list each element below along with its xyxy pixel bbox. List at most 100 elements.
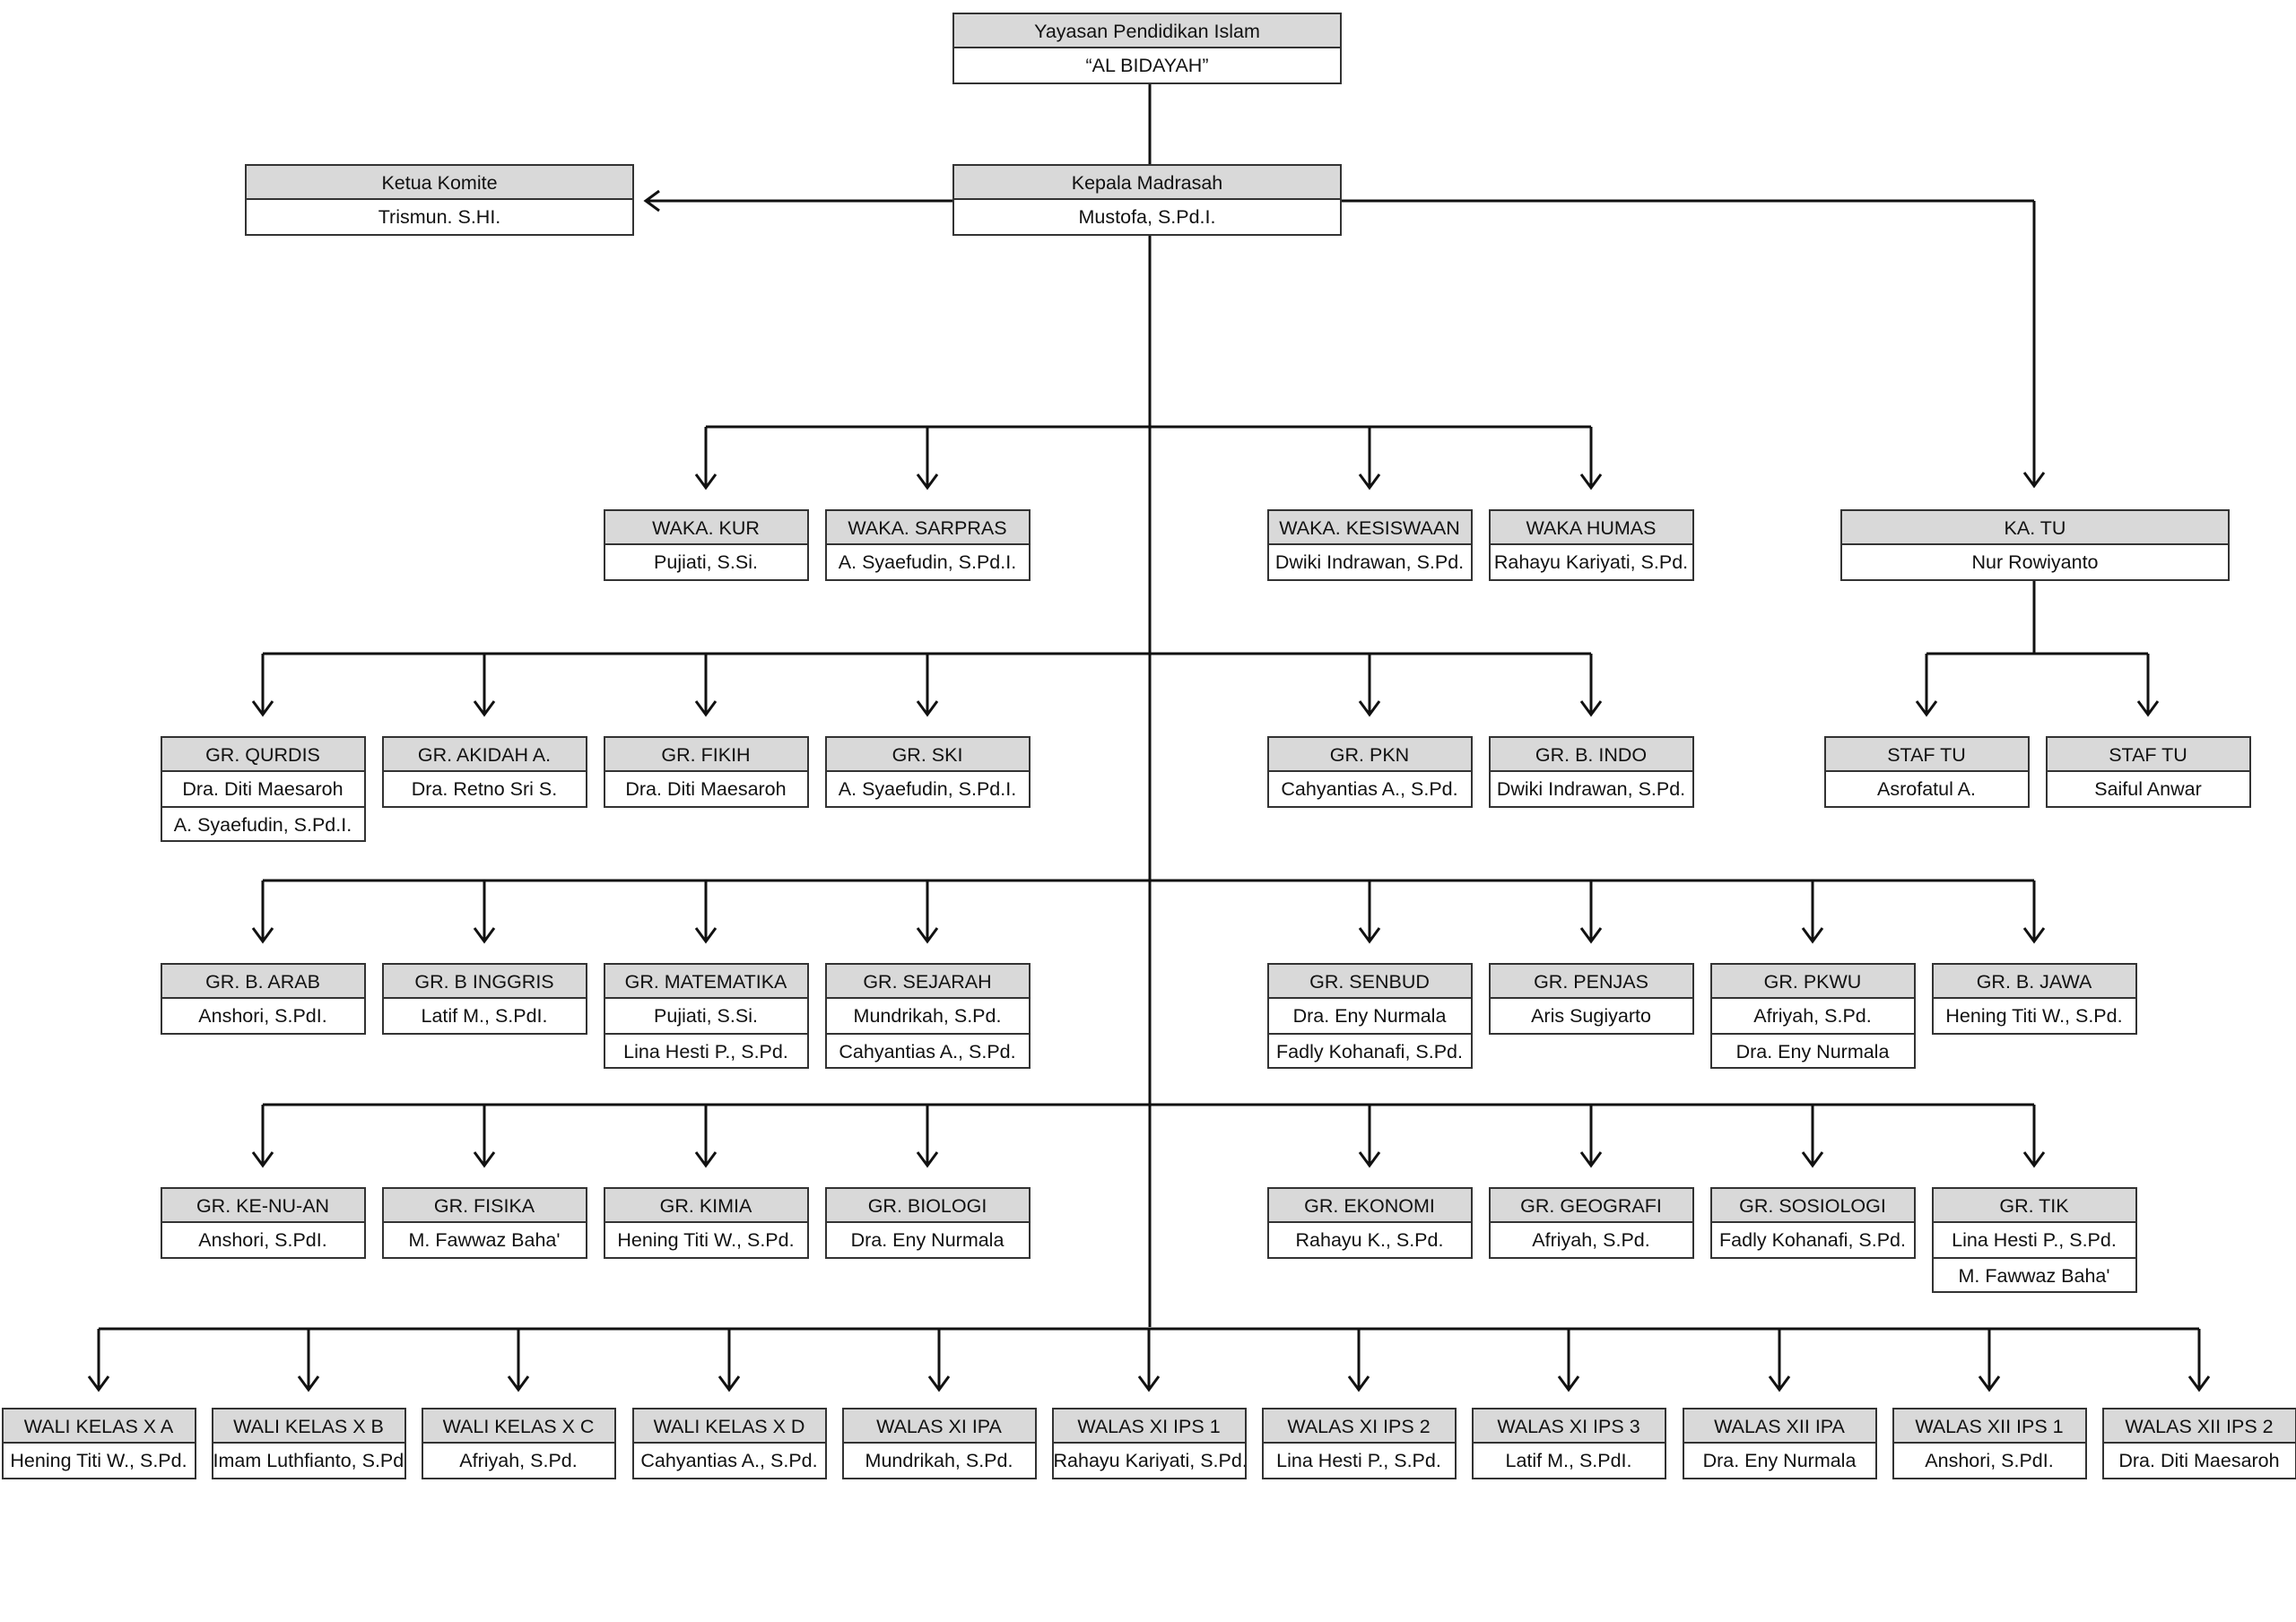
person-name: Afriyah, S.Pd. [459, 1450, 578, 1471]
position-title: KA. TU [1842, 511, 2228, 545]
position-box-gr-biologi: GR. BIOLOGI Dra. Eny Nurmala [824, 1187, 1031, 1259]
person-name: Afriyah, S.Pd. [1753, 1005, 1872, 1027]
position-box-gr-kimia: GR. KIMIA Hening Titi W., S.Pd. [603, 1187, 809, 1259]
position-box-gr-geografi: GR. GEOGRAFI Afriyah, S.Pd. [1488, 1187, 1694, 1259]
person-name: Lina Hesti P., S.Pd. [604, 1033, 807, 1067]
position-title: WALAS XI IPS 2 [1263, 1409, 1455, 1444]
person-name: Dra. Eny Nurmala [850, 1229, 1004, 1251]
arrow-head [2187, 1375, 2211, 1392]
person-name: Dra. Eny Nurmala [1702, 1450, 1857, 1471]
position-title: GR. KE-NU-AN [161, 1189, 364, 1223]
position-title: GR. TIK [1933, 1189, 2135, 1223]
position-title: STAF TU [1825, 738, 2028, 772]
arrow-head [473, 700, 496, 717]
arrow-head [1358, 473, 1381, 490]
position-title: GR. QURDIS [161, 738, 364, 772]
person-name: Hening Titi W., S.Pd. [10, 1450, 187, 1471]
person-name: Anshori, S.PdI. [198, 1229, 327, 1251]
person-name: Fadly Kohanafi, S.Pd. [1719, 1229, 1906, 1251]
position-title: GR. GEOGRAFI [1490, 1189, 1692, 1223]
person-name: Anshori, S.PdI. [198, 1005, 327, 1027]
arrow-head [927, 1375, 951, 1392]
position-box-gr-ski: GR. SKI A. Syaefudin, S.Pd.I. [824, 736, 1031, 808]
person-name: Hening Titi W., S.Pd. [617, 1229, 795, 1251]
person-name: A. Syaefudin, S.Pd.I. [838, 778, 1017, 800]
position-title: GR. B INGGRIS [383, 965, 586, 999]
arrow-head [694, 473, 718, 490]
arrow-head [473, 927, 496, 944]
arrow-head [643, 189, 660, 213]
arrow-head [694, 927, 718, 944]
person-name: Cahyantias A., S.Pd. [640, 1450, 818, 1471]
position-title: Ketua Komite [247, 166, 632, 200]
position-title: WALI KELAS X C [422, 1409, 614, 1444]
position-title: WALI KELAS X B [213, 1409, 404, 1444]
person-name: Trismun. S.HI. [378, 206, 501, 228]
person-name: Mundrikah, S.Pd. [853, 1005, 1002, 1027]
position-title: WAKA. KESISWAAN [1268, 511, 1471, 545]
person-name: Afriyah, S.Pd. [1532, 1229, 1650, 1251]
person-name: Imam Luthfianto, S.Pd. [213, 1450, 404, 1471]
arrow-head [251, 700, 274, 717]
arrow-head [694, 700, 718, 717]
person-name: Dwiki Indrawan, S.Pd. [1496, 778, 1686, 800]
position-title: GR. SOSIOLOGI [1711, 1189, 1914, 1223]
arrow-head [1347, 1375, 1370, 1392]
position-title: WALAS XII IPS 2 [2103, 1409, 2295, 1444]
position-box-gr-ke-nu-an: GR. KE-NU-AN Anshori, S.PdI. [160, 1187, 366, 1259]
position-box-wali-kelas-x-d: WALI KELAS X D Cahyantias A., S.Pd. [631, 1408, 827, 1479]
position-title: WALAS XII IPA [1683, 1409, 1875, 1444]
arrow-head [87, 1375, 110, 1392]
person-name: A. Syaefudin, S.Pd.I. [838, 551, 1017, 573]
position-title: GR. B. JAWA [1933, 965, 2135, 999]
arrow-head [1579, 927, 1603, 944]
arrow-head [1801, 1151, 1824, 1168]
arrow-head [1358, 700, 1381, 717]
person-name: Dra. Diti Maesaroh [182, 778, 344, 800]
arrow-head [2022, 927, 2046, 944]
arrow-head [916, 700, 939, 717]
person-name: Rahayu Kariyati, S.Pd. [1493, 551, 1689, 573]
position-title: GR. KIMIA [604, 1189, 807, 1223]
position-title: GR. FISIKA [383, 1189, 586, 1223]
arrow-head [2022, 1151, 2046, 1168]
position-title: GR. BIOLOGI [826, 1189, 1029, 1223]
position-title: GR. PENJAS [1490, 965, 1692, 999]
position-title: STAF TU [2047, 738, 2249, 772]
person-name: M. Fawwaz Baha' [408, 1229, 561, 1251]
arrow-head [1137, 1375, 1161, 1392]
position-title: WAKA HUMAS [1490, 511, 1692, 545]
arrow-head [1358, 927, 1381, 944]
arrow-head [473, 1151, 496, 1168]
position-title: Yayasan Pendidikan Islam [954, 14, 1340, 48]
position-title: GR. AKIDAH A. [383, 738, 586, 772]
person-name: Anshori, S.PdI. [1925, 1450, 2054, 1471]
position-title: WALI KELAS X D [633, 1409, 825, 1444]
position-title: WALAS XI IPS 1 [1053, 1409, 1245, 1444]
person-name: Rahayu K., S.Pd. [1295, 1229, 1444, 1251]
person-name: Cahyantias A., S.Pd. [1281, 778, 1458, 800]
person-name: Latif M., S.PdI. [421, 1005, 548, 1027]
position-title: GR. SEJARAH [826, 965, 1029, 999]
arrow-head [2022, 472, 2046, 489]
arrow-head [694, 1151, 718, 1168]
position-title: WALAS XI IPA [843, 1409, 1035, 1444]
position-title: GR. PKWU [1711, 965, 1914, 999]
position-box-waka-humas: WAKA HUMAS Rahayu Kariyati, S.Pd. [1488, 509, 1694, 581]
position-title: GR. SKI [826, 738, 1029, 772]
person-name: Dra. Diti Maesaroh [625, 778, 787, 800]
arrow-head [1915, 700, 1938, 717]
